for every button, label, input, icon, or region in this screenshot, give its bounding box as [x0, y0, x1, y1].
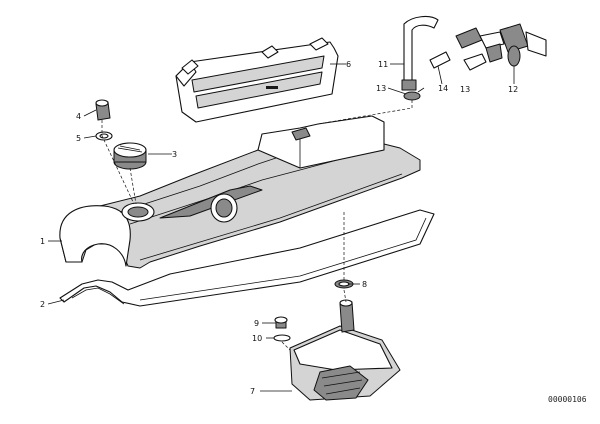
- hose-connector: [429, 51, 451, 69]
- assembly-lines: [101, 100, 413, 351]
- breather-hose: [401, 15, 439, 91]
- callout-14: 14: [438, 84, 448, 93]
- callout-12: 12: [508, 85, 518, 94]
- callout-labels: 1 2 3 4 5 6 7 8 9 10 11 12 13 14 13: [40, 60, 518, 396]
- seal-washer: [95, 131, 113, 141]
- hose-clamp-right: [507, 45, 521, 67]
- o-ring: [334, 279, 354, 289]
- callout-9: 9: [254, 319, 259, 328]
- callout-3: 3: [172, 150, 177, 159]
- callout-10: 10: [252, 334, 262, 343]
- leader-lines: [47, 63, 515, 392]
- washer: [273, 334, 291, 342]
- cover-nut-sleeve: [95, 99, 111, 121]
- callout-11: 11: [378, 60, 388, 69]
- screw: [274, 316, 288, 329]
- valve-cover-gasket: [59, 209, 435, 307]
- callout-4: 4: [76, 112, 81, 121]
- pressure-control-valve: [455, 23, 547, 71]
- callout-5: 5: [76, 134, 81, 143]
- oil-separator: [289, 299, 401, 401]
- callout-1: 1: [40, 237, 45, 246]
- callout-7: 7: [250, 387, 255, 396]
- valve-cover: [59, 115, 421, 269]
- callout-2: 2: [40, 300, 45, 309]
- oil-filler-cap: [113, 142, 147, 170]
- document-number: 00000106: [548, 395, 587, 404]
- cover-trim: [175, 37, 339, 123]
- callout-13-right: 13: [460, 85, 470, 94]
- callout-8: 8: [362, 280, 367, 289]
- callout-6: 6: [346, 60, 351, 69]
- callout-13: 13: [376, 84, 386, 93]
